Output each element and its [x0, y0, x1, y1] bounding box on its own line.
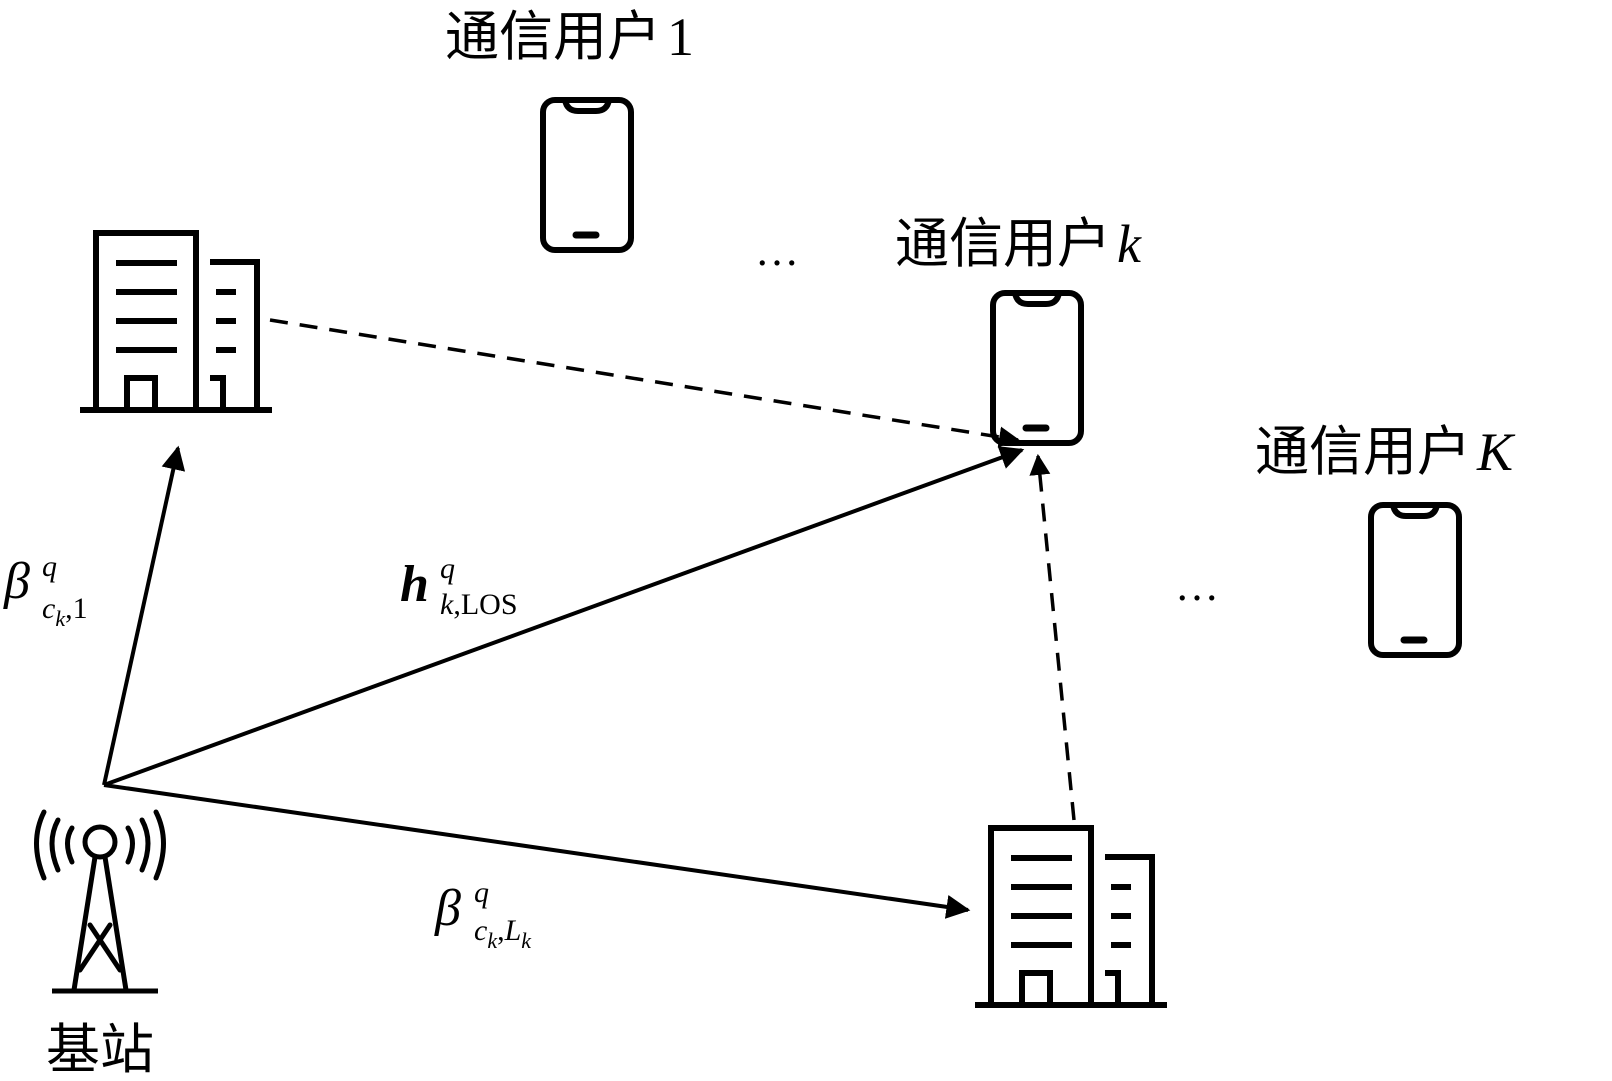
base-station-label: 基站 — [46, 1018, 154, 1081]
building-icon — [975, 825, 1167, 1008]
label-beta-lk-sub-comma: , — [497, 914, 505, 947]
label-beta-base: β — [3, 553, 30, 610]
edge-bs-to-scatterer-1 — [102, 445, 186, 786]
cell-tower-icon — [34, 809, 166, 994]
user-1-index: 1 — [667, 7, 694, 67]
label-h-base: h — [400, 556, 429, 613]
edge-scatterer-1-to-user-k — [269, 318, 1021, 448]
user-1-label-text: 通信用户 — [445, 5, 661, 68]
label-beta-lk-sub: ck,Lk — [474, 914, 532, 953]
edge-bs-to-user-k-los — [103, 446, 1025, 787]
user-K-label-text: 通信用户 — [1255, 420, 1471, 483]
label-beta-sub: ck,1 — [42, 592, 88, 631]
smartphone-icon — [1368, 502, 1462, 658]
scatterer-lk — [975, 825, 1167, 1008]
label-beta-sub-c: c — [42, 592, 55, 625]
user-k-index: k — [1117, 214, 1142, 274]
label-beta-sub-k: k — [55, 606, 66, 631]
edges — [102, 318, 1076, 919]
label-beta-lk-sub-c: c — [474, 914, 487, 947]
label-h-sup: q — [440, 552, 455, 585]
label-beta-lk-sub-L: L — [504, 914, 522, 947]
user-k-label-text: 通信用户 — [895, 212, 1111, 275]
label-beta-lk-sup: q — [474, 876, 489, 909]
label-h-sub-k: k — [440, 588, 454, 621]
label-h-sub-los: ,LOS — [453, 588, 517, 621]
label-beta-ck-1: β q ck,1 — [3, 550, 88, 631]
label-beta-sup: q — [42, 550, 57, 583]
building-icon — [80, 230, 272, 413]
ellipsis-users-k-to-K: … — [1175, 561, 1219, 610]
label-h-k-los: h q k,LOS — [400, 552, 518, 621]
label-beta-lk-sub-L-k: k — [521, 928, 532, 953]
scatterer-1 — [80, 230, 272, 413]
edge-scatterer-lk-to-user-k — [1029, 453, 1076, 821]
smartphone-icon — [540, 97, 634, 253]
label-h-sub: k,LOS — [440, 588, 518, 621]
label-beta-sub-tail: ,1 — [65, 592, 88, 625]
base-station: 基站 — [34, 809, 166, 1081]
smartphone-icon — [990, 290, 1084, 446]
label-beta-lk-sub-k: k — [487, 928, 498, 953]
label-beta-ck-lk: β q ck,Lk — [434, 876, 532, 953]
edge-bs-to-scatterer-lk — [103, 783, 971, 919]
ellipsis-users-1-to-k: … — [755, 226, 799, 275]
label-beta-lk-base: β — [434, 880, 461, 937]
user-K-index: K — [1476, 422, 1516, 482]
